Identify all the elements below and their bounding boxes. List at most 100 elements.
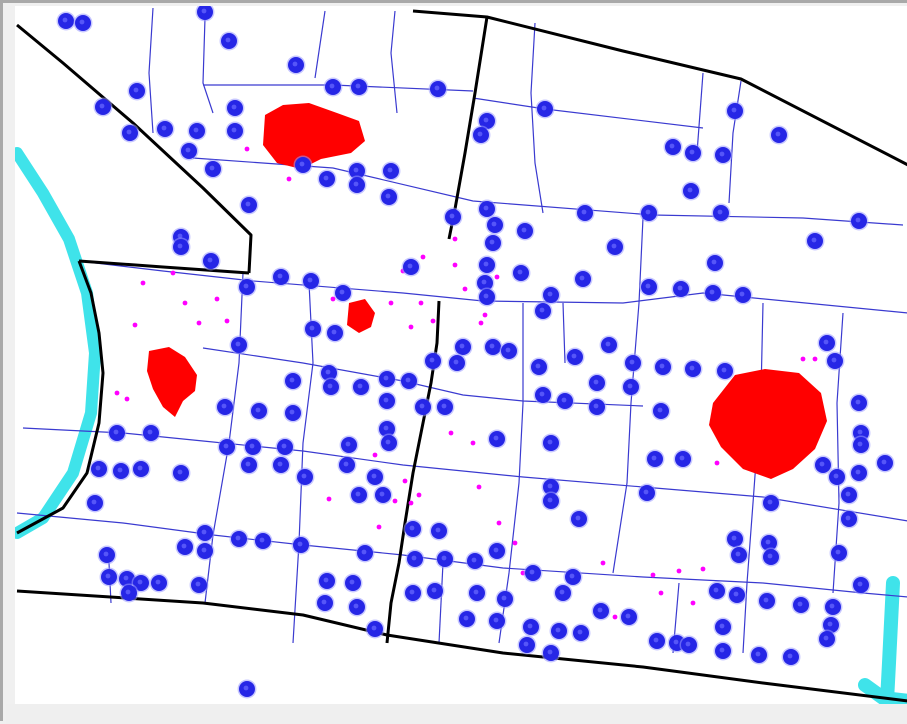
point-marker-icon[interactable] [575,203,595,223]
point-marker-icon[interactable] [517,635,537,655]
point-marker-icon[interactable] [119,583,139,603]
point-marker-icon[interactable] [821,615,841,635]
point-marker-icon[interactable] [465,551,485,571]
point-marker-icon[interactable] [681,181,701,201]
point-marker-icon[interactable] [599,335,619,355]
point-marker-icon[interactable] [849,211,869,231]
point-marker-icon[interactable] [805,231,825,251]
point-marker-icon[interactable] [487,611,507,631]
point-marker-icon[interactable] [295,467,315,487]
point-marker-icon[interactable] [829,543,849,563]
point-marker-icon[interactable] [447,353,467,373]
point-marker-icon[interactable] [225,121,245,141]
point-marker-icon[interactable] [155,119,175,139]
point-marker-icon[interactable] [523,563,543,583]
point-marker-icon[interactable] [347,161,367,181]
point-marker-icon[interactable] [85,493,105,513]
point-marker-icon[interactable] [243,437,263,457]
point-marker-icon[interactable] [237,679,257,699]
point-marker-icon[interactable] [791,595,811,615]
point-marker-icon[interactable] [813,455,833,475]
point-marker-icon[interactable] [475,273,495,293]
point-marker-icon[interactable] [195,523,215,543]
point-marker-icon[interactable] [377,391,397,411]
point-marker-icon[interactable] [195,2,215,22]
point-marker-icon[interactable] [99,567,119,587]
point-marker-icon[interactable] [443,207,463,227]
point-marker-icon[interactable] [769,125,789,145]
point-marker-icon[interactable] [637,483,657,503]
point-marker-icon[interactable] [401,257,421,277]
point-marker-icon[interactable] [483,337,503,357]
point-marker-icon[interactable] [349,485,369,505]
point-marker-icon[interactable] [749,645,769,665]
point-marker-icon[interactable] [283,403,303,423]
point-marker-icon[interactable] [671,279,691,299]
point-marker-icon[interactable] [653,357,673,377]
point-marker-icon[interactable] [286,55,306,75]
point-marker-icon[interactable] [487,541,507,561]
point-marker-icon[interactable] [239,455,259,475]
point-marker-icon[interactable] [511,263,531,283]
point-marker-icon[interactable] [229,529,249,549]
point-marker-icon[interactable] [851,435,871,455]
point-marker-icon[interactable] [825,351,845,371]
point-marker-icon[interactable] [569,509,589,529]
point-marker-icon[interactable] [373,485,393,505]
point-marker-icon[interactable] [515,221,535,241]
point-marker-icon[interactable] [435,397,455,417]
point-marker-icon[interactable] [365,467,385,487]
point-marker-icon[interactable] [639,277,659,297]
point-marker-icon[interactable] [619,607,639,627]
point-marker-icon[interactable] [711,203,731,223]
point-marker-icon[interactable] [839,509,859,529]
point-marker-icon[interactable] [683,143,703,163]
point-marker-icon[interactable] [435,549,455,569]
point-marker-icon[interactable] [379,433,399,453]
point-marker-icon[interactable] [175,537,195,557]
point-marker-icon[interactable] [541,477,561,497]
point-marker-icon[interactable] [323,77,343,97]
point-marker-icon[interactable] [215,397,235,417]
point-marker-icon[interactable] [171,463,191,483]
point-marker-icon[interactable] [521,617,541,637]
point-marker-icon[interactable] [541,285,561,305]
point-marker-icon[interactable] [351,377,371,397]
point-marker-icon[interactable] [405,549,425,569]
point-marker-icon[interactable] [541,643,561,663]
point-marker-icon[interactable] [495,589,515,609]
point-marker-icon[interactable] [587,397,607,417]
point-marker-icon[interactable] [203,159,223,179]
point-marker-icon[interactable] [271,267,291,287]
point-marker-icon[interactable] [477,255,497,275]
point-marker-icon[interactable] [283,371,303,391]
point-marker-icon[interactable] [713,617,733,637]
point-marker-icon[interactable] [229,335,249,355]
point-marker-icon[interactable] [187,121,207,141]
point-marker-icon[interactable] [591,601,611,621]
point-marker-icon[interactable] [189,575,209,595]
point-marker-icon[interactable] [413,397,433,417]
point-marker-icon[interactable] [201,251,221,271]
point-marker-icon[interactable] [457,609,477,629]
point-marker-icon[interactable] [379,187,399,207]
point-marker-icon[interactable] [485,215,505,235]
point-marker-icon[interactable] [127,81,147,101]
point-marker-icon[interactable] [483,233,503,253]
point-marker-icon[interactable] [679,635,699,655]
point-marker-icon[interactable] [179,141,199,161]
point-marker-icon[interactable] [365,619,385,639]
point-marker-icon[interactable] [291,535,311,555]
point-marker-icon[interactable] [759,533,779,553]
point-marker-icon[interactable] [97,545,117,565]
point-marker-icon[interactable] [529,357,549,377]
point-marker-icon[interactable] [347,175,367,195]
point-marker-icon[interactable] [349,77,369,97]
point-marker-icon[interactable] [93,97,113,117]
point-marker-icon[interactable] [429,521,449,541]
point-marker-icon[interactable] [319,363,339,383]
point-marker-icon[interactable] [757,591,777,611]
point-marker-icon[interactable] [817,333,837,353]
point-marker-icon[interactable] [553,583,573,603]
point-marker-icon[interactable] [377,369,397,389]
